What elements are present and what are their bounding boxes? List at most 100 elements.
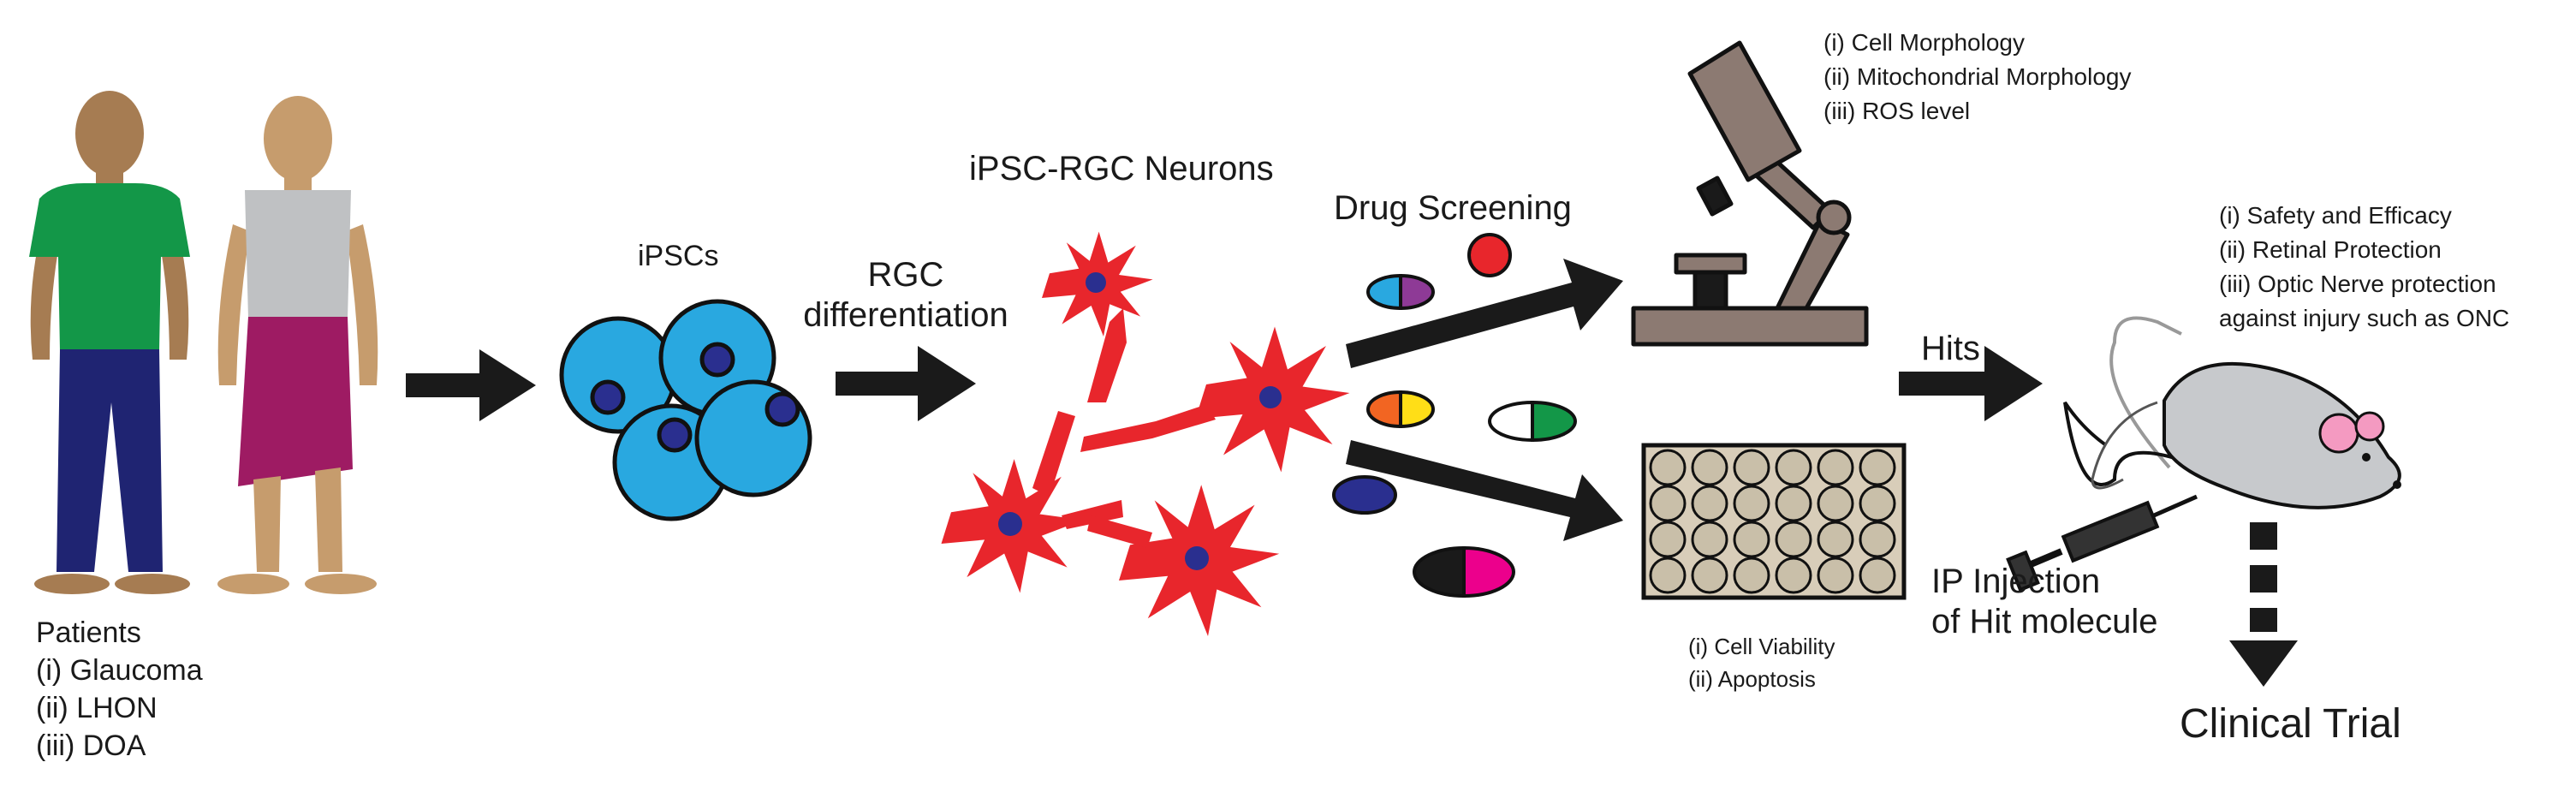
female-left-arm: [217, 224, 250, 385]
arrow-to-clinical-trial: [2229, 522, 2298, 687]
syringe-icon: [2006, 494, 2198, 593]
microscope-icon: [1631, 40, 1869, 347]
patients-item-lhon: (ii) LHON: [36, 692, 158, 724]
plate-readout-cell-viability: (i) Cell Viability: [1688, 634, 1835, 659]
well: [1733, 557, 1770, 594]
microscope-base: [1631, 306, 1869, 347]
female-right-foot: [305, 574, 377, 594]
mouse-outcome-optic-nerve: (iii) Optic Nerve protection: [2219, 271, 2496, 297]
female-head: [264, 96, 332, 182]
male-head: [75, 91, 144, 176]
well: [1733, 485, 1770, 522]
well: [1817, 485, 1854, 522]
ipsc-nucleus-3: [699, 342, 735, 378]
ipscs-label: iPSCs: [638, 240, 719, 272]
female-left-foot: [217, 574, 289, 594]
differentiation-label: RGC differentiation: [803, 256, 1008, 334]
ipsc-nucleus-2: [657, 417, 693, 453]
male-shirt: [29, 183, 190, 351]
neuron-icon: [1087, 485, 1280, 636]
mouse-outcome-retinal: (ii) Retinal Protection: [2219, 236, 2442, 263]
mouse-icon: [2063, 316, 2401, 509]
mouse-ear: [2318, 413, 2359, 454]
microscope-readout-ros-level: (iii) ROS level: [1823, 98, 1971, 124]
female-right-leg: [315, 467, 342, 572]
syringe-barrel: [2061, 500, 2160, 563]
drug-capsule-icon: [1488, 400, 1577, 443]
neuron-icon: [1042, 231, 1153, 402]
drug-capsule-icon: [1366, 273, 1435, 311]
well: [1859, 521, 1896, 558]
ipsc-nucleus-4: [764, 391, 800, 427]
arrow-to-microscope: [1346, 259, 1623, 368]
well: [1733, 521, 1770, 558]
mouse-outcome-safety: (i) Safety and Efficacy: [2219, 202, 2452, 229]
arrow-ipscs-to-neurons: [836, 346, 976, 421]
ipsc-cluster-icon: [559, 299, 812, 521]
clinical-trial-label: Clinical Trial: [2180, 701, 2401, 747]
neuron-icon: [941, 411, 1123, 593]
patients-item-glaucoma: (i) Glaucoma: [36, 654, 203, 687]
neuron-icon: [1080, 326, 1350, 473]
microscope-stage: [1674, 253, 1747, 275]
neurons-label: iPSC-RGC Neurons: [969, 150, 1274, 188]
microscope-readout-mitochondrial-morphology: (ii) Mitochondrial Morphology: [1823, 63, 2132, 90]
well: [1733, 449, 1770, 486]
drug-pill-navy-icon: [1332, 475, 1397, 515]
injection-label: IP Injection of Hit molecule: [1931, 563, 2158, 640]
well: [1691, 557, 1728, 594]
drug-capsule-icon: [1413, 545, 1515, 598]
well-plate-icon: [1641, 443, 1907, 600]
microscope-stage-post: [1693, 270, 1728, 311]
microscope-tube: [1687, 40, 1802, 182]
male-left-foot: [34, 574, 110, 594]
well: [1859, 485, 1896, 522]
ipsc-nucleus-1: [590, 379, 626, 415]
well: [1775, 449, 1812, 486]
patients-item-doa: (iii) DOA: [36, 729, 146, 762]
well: [1859, 449, 1896, 486]
arrow-patients-to-ipscs: [406, 349, 536, 421]
well: [1691, 449, 1728, 486]
well: [1775, 485, 1812, 522]
patients-title: Patients: [36, 616, 141, 649]
well: [1817, 449, 1854, 486]
microscope-objective: [1696, 176, 1734, 217]
female-top: [245, 190, 351, 319]
well: [1649, 449, 1687, 486]
male-left-arm: [30, 224, 62, 360]
drug-screening-label: Drug Screening: [1334, 189, 1572, 227]
plate-readout-apoptosis: (ii) Apoptosis: [1688, 666, 1816, 692]
female-skirt: [238, 317, 353, 486]
female-left-leg: [253, 476, 281, 572]
mouse-outcome-injury: against injury such as ONC: [2219, 305, 2510, 331]
microscope-readout-cell-morphology: (i) Cell Morphology: [1823, 29, 2025, 56]
microscope-arm-lower: [1775, 218, 1850, 311]
well: [1649, 557, 1687, 594]
female-right-arm: [346, 224, 378, 385]
neuron-cluster-icon: [941, 231, 1350, 636]
drug-capsule-icon: [1366, 390, 1435, 429]
drug-pill-red-icon: [1467, 233, 1512, 277]
male-right-foot: [115, 574, 190, 594]
arrow-hits-to-mouse: [1899, 346, 2043, 421]
hits-label: Hits: [1921, 330, 1980, 367]
microscope-joint-lower: [1816, 199, 1852, 235]
mouse-eye: [2362, 453, 2371, 462]
well: [1817, 557, 1854, 594]
male-right-arm: [158, 224, 189, 360]
mouse-ear: [2354, 411, 2385, 442]
well: [1691, 521, 1728, 558]
male-trousers: [57, 349, 163, 572]
well: [1649, 485, 1687, 522]
female-neck: [284, 175, 312, 192]
mouse-nose: [2393, 480, 2401, 489]
well: [1649, 521, 1687, 558]
well: [1859, 557, 1896, 594]
arrow-to-well-plate: [1346, 440, 1623, 541]
well: [1691, 485, 1728, 522]
female-patient-icon: [217, 96, 378, 594]
well: [1775, 521, 1812, 558]
male-patient-icon: [29, 91, 190, 594]
